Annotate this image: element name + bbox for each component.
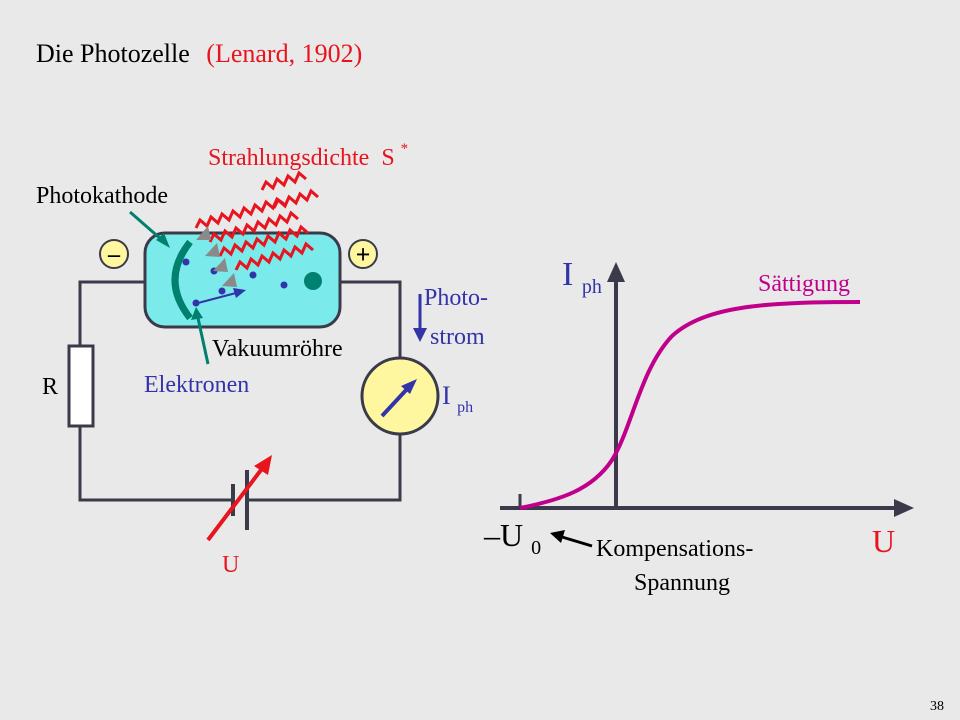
tube-label: Vakuumröhre bbox=[212, 336, 343, 362]
ammeter-needle bbox=[380, 386, 410, 418]
electrons-label: Elektronen bbox=[144, 372, 249, 398]
photocathode-pointer-head bbox=[156, 233, 170, 248]
u0-subscript: 0 bbox=[531, 537, 541, 559]
x-axis-arrowhead bbox=[894, 499, 914, 517]
wire-bottom-left bbox=[78, 426, 233, 502]
x-axis-label: U bbox=[872, 523, 895, 559]
photocathode bbox=[171, 239, 193, 321]
voltage-label: U bbox=[222, 552, 239, 578]
radiation-arrowhead bbox=[205, 243, 220, 257]
iv-graph: I ph Sättigung U –U 0 Kompensations- Spa… bbox=[483, 256, 914, 596]
radiation-wave bbox=[194, 196, 285, 229]
characteristic-curve bbox=[519, 300, 861, 510]
minus-terminal bbox=[99, 239, 129, 269]
page-number: 38 bbox=[930, 699, 944, 714]
minus-sign: – bbox=[107, 242, 121, 268]
u0-symbol: –U bbox=[483, 517, 523, 553]
y-axis-subscript: ph bbox=[582, 276, 602, 298]
saturation-label: Sättigung bbox=[758, 271, 850, 297]
y-axis-label: I ph bbox=[562, 256, 602, 298]
radiation-wave bbox=[260, 170, 307, 191]
ammeter-symbol: I bbox=[442, 381, 451, 410]
ammeter-needle-head bbox=[401, 379, 417, 394]
electron-arrow-line bbox=[197, 292, 237, 304]
compensation-label-line2: Spannung bbox=[634, 570, 730, 596]
y-axis-symbol: I bbox=[562, 256, 573, 293]
wire-top-right bbox=[340, 280, 402, 358]
radiation-wave bbox=[234, 241, 314, 271]
circuit-wires bbox=[78, 280, 402, 502]
ammeter-label: I ph bbox=[442, 381, 473, 416]
tube-pointer-line bbox=[196, 317, 210, 365]
tube-pointer-head bbox=[191, 307, 203, 320]
electron-dot bbox=[182, 258, 190, 266]
resistor bbox=[67, 344, 95, 428]
radiation-arrowheads bbox=[196, 226, 237, 287]
photocurrent-label-line2: strom bbox=[430, 324, 485, 350]
photocurrent-arrow-head bbox=[413, 328, 427, 342]
plus-sign: + bbox=[356, 240, 371, 269]
title-note: (Lenard, 1902) bbox=[206, 39, 362, 68]
compensation-pointer-line bbox=[561, 535, 593, 548]
resistor-label: R bbox=[42, 374, 58, 400]
compensation-pointer-head bbox=[550, 530, 565, 543]
photocathode-label: Photokathode bbox=[36, 183, 168, 209]
variable-voltage-arrow bbox=[206, 455, 272, 542]
anode bbox=[304, 272, 322, 290]
radiation-superscript: * bbox=[401, 141, 409, 157]
radiation-wave bbox=[272, 188, 319, 209]
electron-dot bbox=[249, 271, 257, 279]
radiation-label-text: Strahlungsdichte bbox=[208, 145, 369, 171]
radiation-wave bbox=[208, 210, 299, 243]
compensation-label-line1: Kompensations- bbox=[596, 536, 753, 562]
circuit-diagram: R U – bbox=[36, 141, 488, 578]
radiation-label: Strahlungsdichte S * bbox=[208, 141, 408, 171]
ammeter-subscript: ph bbox=[457, 399, 473, 416]
photocurrent-label-line1: Photo- bbox=[424, 285, 488, 311]
y-axis-arrowhead bbox=[607, 262, 625, 282]
electron-dot bbox=[280, 281, 288, 289]
u0-label: –U 0 bbox=[483, 517, 541, 559]
electron-dot bbox=[192, 299, 200, 307]
slide-title: Die Photozelle (Lenard, 1902) bbox=[36, 39, 362, 68]
title-main: Die Photozelle bbox=[36, 39, 190, 68]
radiation-wave bbox=[218, 224, 309, 257]
photocathode-pointer-line bbox=[129, 210, 163, 242]
electron-arrow-head bbox=[233, 288, 246, 298]
radiation-symbol: S bbox=[381, 145, 394, 171]
electron-dot bbox=[218, 287, 226, 295]
photocurrent-arrow bbox=[413, 294, 427, 342]
electron-velocity-arrow bbox=[197, 288, 246, 304]
plus-terminal bbox=[348, 239, 378, 269]
radiation-arrowhead bbox=[196, 226, 211, 240]
voltage-arrow-head bbox=[254, 455, 272, 475]
voltage-arrow-line bbox=[206, 464, 266, 542]
wire-bottom-right bbox=[247, 434, 402, 502]
radiation-waves bbox=[194, 170, 319, 271]
battery bbox=[231, 470, 249, 530]
radiation-arrowhead bbox=[213, 258, 228, 272]
radiation-arrowhead bbox=[222, 273, 237, 287]
wire-top-left bbox=[78, 280, 145, 346]
